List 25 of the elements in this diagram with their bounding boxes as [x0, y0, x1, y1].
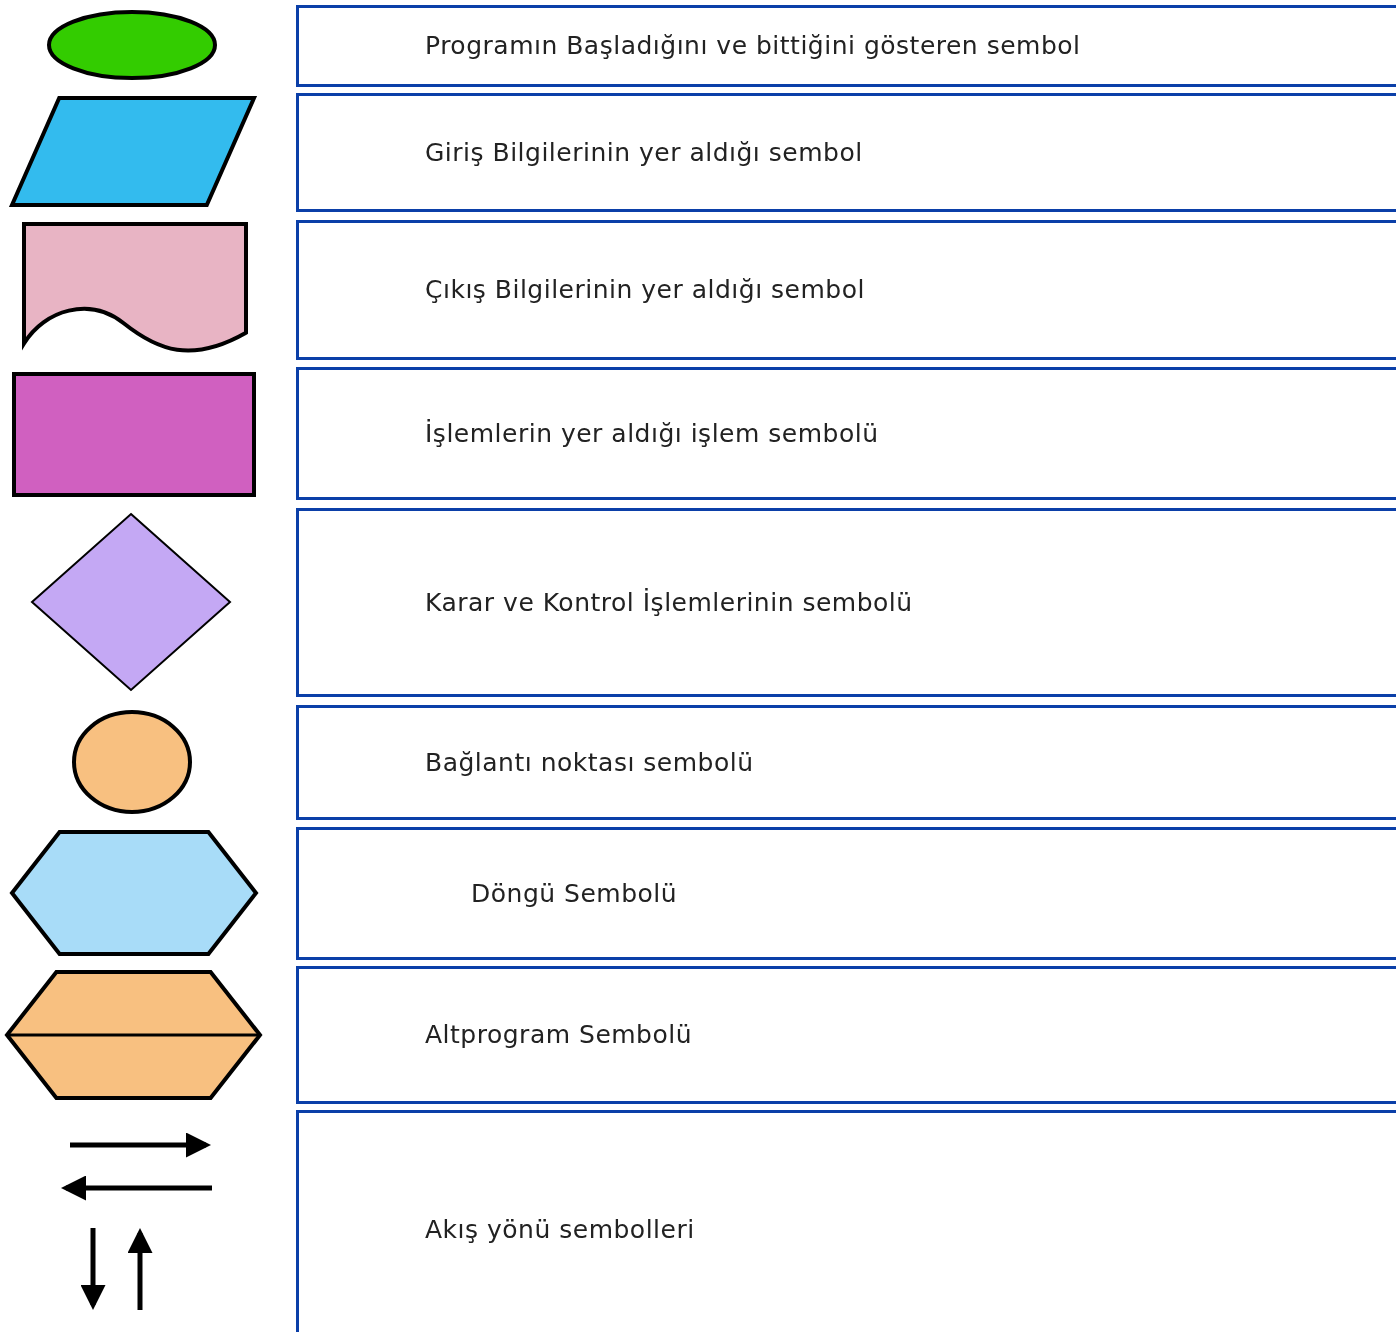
description-box [296, 367, 1396, 500]
decision-diamond [30, 512, 232, 692]
description-text: Döngü Sembolü [471, 877, 678, 910]
hexagon-symbol [10, 830, 258, 956]
description-text: Giriş Bilgilerinin yer aldığı sembol [425, 136, 863, 169]
description-text: Bağlantı noktası sembolü [425, 746, 754, 779]
hexagon-symbol [5, 970, 262, 1100]
description-box [296, 508, 1396, 697]
description-box [296, 1110, 1396, 1332]
description-box [296, 93, 1396, 212]
description-text: Altprogram Sembolü [425, 1019, 693, 1052]
description-text: Programın Başladığını ve bittiğini gösteren sembol [425, 30, 1081, 63]
description-box [296, 5, 1396, 87]
description-box [296, 705, 1396, 820]
connector-circle [72, 710, 192, 814]
description-text: Akış yönü sembolleri [425, 1214, 695, 1247]
process-box [12, 372, 256, 497]
description-text: İşlemlerin yer aldığı işlem sembolü [425, 417, 879, 450]
description-box [296, 827, 1396, 960]
description-text: Çıkış Bilgilerinin yer aldığı sembol [425, 274, 865, 307]
description-box [296, 220, 1396, 360]
description-box [296, 966, 1396, 1104]
input-parallelogram [10, 96, 256, 207]
description-text: Karar ve Kontrol İşlemlerinin sembolü [425, 586, 913, 619]
terminal-ellipse [47, 10, 217, 80]
